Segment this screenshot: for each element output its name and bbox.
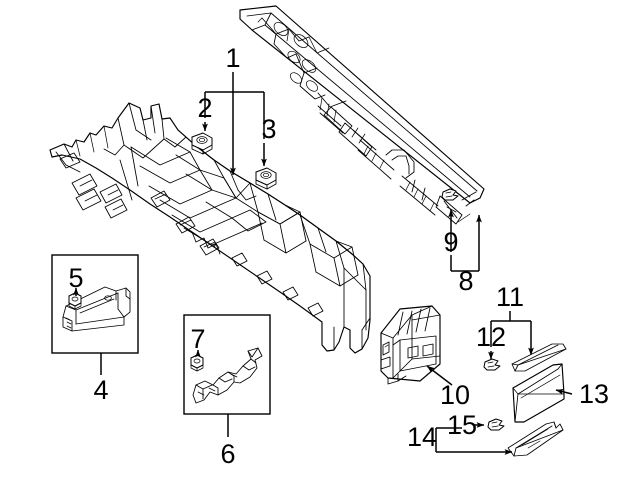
callout-label-1: 1 — [225, 43, 240, 73]
callout-group-8-9: 9 8 — [443, 209, 482, 296]
callout-label-9: 9 — [443, 227, 458, 257]
inset-box-6-frame — [183, 314, 271, 415]
part-11-upper-trim-strip — [511, 343, 567, 372]
callout-group-1-2-3: 1 2 3 — [197, 43, 277, 176]
part-5-bracket-clip — [68, 292, 82, 310]
part-7-bracket-clip — [190, 354, 204, 372]
callout-group-11-12: 11 12 — [476, 282, 534, 360]
part-9-trim-panel-clip — [441, 188, 459, 201]
callout-label-6: 6 — [220, 439, 235, 469]
part-3-mount-clip — [255, 167, 277, 190]
part-6-rear-console-bracket — [192, 347, 263, 404]
callout-label-12: 12 — [476, 322, 506, 352]
inset-box-4: 5 4 — [51, 254, 139, 405]
callout-label-11: 11 — [496, 282, 524, 312]
callout-label-3: 3 — [261, 114, 276, 144]
callout-label-5: 5 — [68, 263, 83, 293]
part-8-upper-side-trim-panel — [239, 5, 485, 225]
callout-label-15: 15 — [447, 410, 477, 440]
callout-label-8: 8 — [458, 266, 473, 296]
part-13-console-side-panel — [512, 363, 565, 423]
part-4-front-console-bracket — [62, 286, 131, 332]
callout-label-4: 4 — [93, 375, 108, 405]
callout-label-2: 2 — [197, 93, 212, 123]
callout-label-7: 7 — [190, 324, 205, 354]
part-12-trim-clip — [483, 358, 501, 371]
part-14-lower-molding-strip — [507, 421, 564, 457]
callout-leader-10 — [426, 365, 453, 386]
part-15-molding-clip — [487, 418, 505, 431]
part-10-rear-console-vent-housing — [380, 305, 441, 385]
callout-leader-13 — [555, 388, 573, 395]
part-2-mount-clip — [191, 132, 213, 155]
inset-box-4-frame — [51, 254, 139, 354]
callout-label-13: 13 — [579, 379, 609, 409]
callout-label-10: 10 — [440, 380, 470, 410]
inset-box-6: 7 6 — [183, 314, 271, 469]
callout-label-14: 14 — [407, 422, 437, 452]
callout-group-14-15: 14 15 — [407, 410, 513, 455]
